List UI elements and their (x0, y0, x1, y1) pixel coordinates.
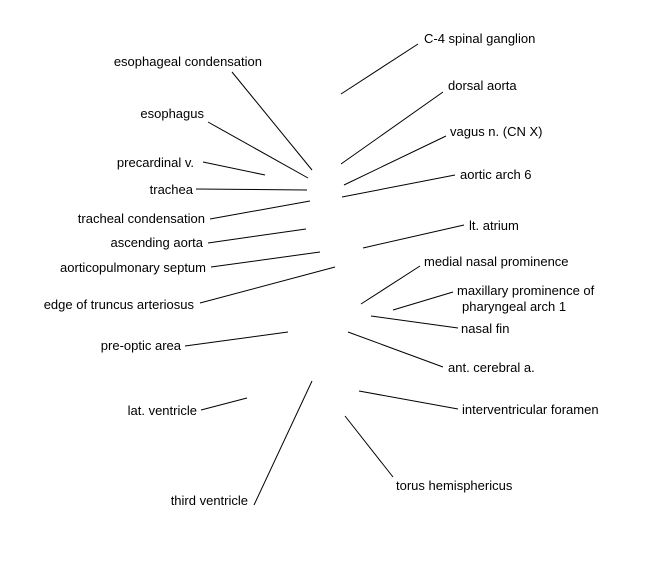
leader-pre-optic-area (184, 331, 289, 347)
leader-edge-of-truncus (199, 266, 336, 304)
leader-lt-atrium (362, 224, 465, 249)
label-lat-ventricle: lat. ventricle (127, 403, 197, 418)
leader-tracheal-condensation (209, 200, 311, 220)
label-medial-nasal-prominence: medial nasal prominence (424, 254, 569, 269)
label-nasal-fin: nasal fin (461, 321, 510, 336)
leader-aorticopulmonary-septum (210, 251, 321, 268)
leader-aortic-arch-6 (341, 174, 456, 198)
leader-dorsal-aorta (340, 91, 444, 165)
leader-ascending-aorta (207, 228, 307, 244)
label-ant-cerebral-a: ant. cerebral a. (448, 360, 535, 375)
leader-medial-nasal-prominence (360, 265, 421, 305)
label-esophageal-condensation: esophageal condensation (113, 54, 262, 69)
label-precardinal-v: precardinal v. (116, 155, 194, 170)
label-esophagus: esophagus (140, 106, 204, 121)
leader-nasal-fin (370, 315, 459, 329)
leader-lat-ventricle (200, 397, 248, 411)
label-interventricular-foramen: interventricular foramen (462, 402, 599, 417)
label-torus-hemisphericus: torus hemisphericus (396, 478, 513, 493)
label-edge-of-truncus-arteriosus: edge of truncus arteriosus (43, 297, 194, 312)
label-maxillary-prominence-line2: pharyngeal arch 1 (462, 299, 567, 314)
label-lt-atrium: lt. atrium (469, 218, 519, 233)
leader-ant-cerebral-a (347, 331, 444, 368)
label-maxillary-prominence-line1: maxillary prominence of (457, 283, 595, 298)
label-tracheal-condensation: tracheal condensation (77, 211, 205, 226)
leader-vagus-n (343, 135, 447, 186)
label-aortic-arch-6: aortic arch 6 (460, 167, 532, 182)
leader-maxillary-prominence (392, 291, 454, 311)
label-ascending-aorta: ascending aorta (110, 235, 203, 250)
leader-trachea (195, 188, 308, 191)
label-dorsal-aorta: dorsal aorta (448, 78, 517, 93)
label-c4-spinal-ganglion: C-4 spinal ganglion (424, 31, 536, 46)
label-trachea: trachea (149, 182, 193, 197)
label-vagus-n: vagus n. (CN X) (450, 124, 543, 139)
leader-interventricular-foramen (358, 390, 459, 410)
leader-precardinal-v (202, 161, 266, 176)
label-third-ventricle: third ventricle (170, 493, 248, 508)
leader-esophagus (207, 121, 309, 179)
leader-c4-spinal-ganglion (340, 43, 419, 95)
leader-third-ventricle (253, 380, 313, 506)
label-aorticopulmonary-septum: aorticopulmonary septum (60, 260, 206, 275)
leader-esophageal-condensation (231, 71, 313, 171)
label-pre-optic-area: pre-optic area (100, 338, 181, 353)
leader-torus-hemisphericus (344, 415, 394, 478)
